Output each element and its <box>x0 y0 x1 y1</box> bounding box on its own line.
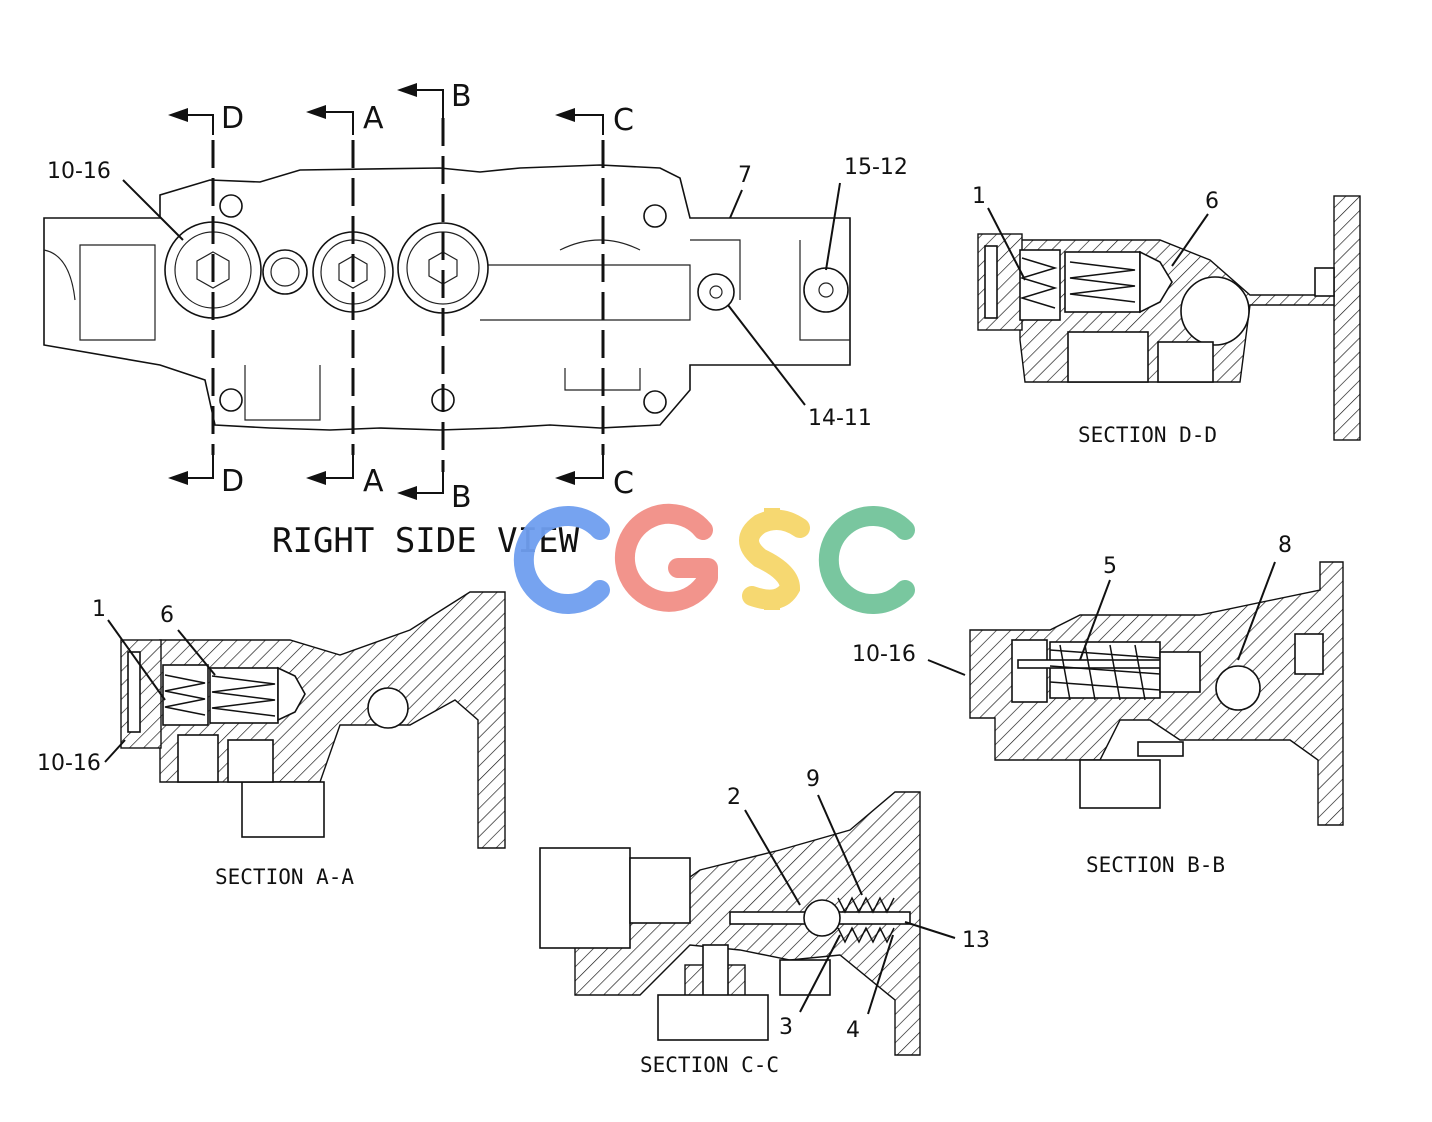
dd-callout-1: 1 <box>972 184 986 209</box>
cc-callout-13: 13 <box>962 928 990 953</box>
section-d-d-title: SECTION D-D <box>1078 423 1217 447</box>
cut-line-c: C C <box>555 103 634 501</box>
cut-label-d-top: D <box>221 101 244 136</box>
section-b-b-title: SECTION B-B <box>1086 853 1225 877</box>
cut-label-c-bottom: C <box>613 466 634 501</box>
bb-callout-8: 8 <box>1278 533 1292 558</box>
section-d-d: 1 6 SECTION D-D <box>972 184 1361 447</box>
cut-line-d: D D <box>168 101 244 499</box>
callout-14-11: 14-11 <box>808 406 872 431</box>
cc-callout-2: 2 <box>727 785 741 810</box>
cc-callout-9: 9 <box>806 767 820 792</box>
section-a-a-title: SECTION A-A <box>215 865 354 889</box>
cgsc-watermark-logo <box>513 503 915 614</box>
cut-label-d-bottom: D <box>221 464 244 499</box>
callout-15-12: 15-12 <box>844 155 908 180</box>
aa-callout-10-16: 10-16 <box>37 751 101 776</box>
cut-line-b: B B <box>397 79 472 515</box>
cc-callout-3: 3 <box>779 1015 793 1040</box>
cut-label-b-bottom: B <box>451 480 472 515</box>
section-a-a: 1 6 10-16 SECTION A-A <box>37 591 506 889</box>
bb-callout-5: 5 <box>1103 554 1117 579</box>
callout-10-16: 10-16 <box>47 159 111 184</box>
section-c-c-title: SECTION C-C <box>640 1053 779 1077</box>
cut-label-c-top: C <box>613 103 634 138</box>
dd-callout-6: 6 <box>1205 189 1219 214</box>
aa-callout-1: 1 <box>92 597 106 622</box>
callout-7: 7 <box>738 163 752 188</box>
right-side-view: D D A A B B C C <box>43 79 908 561</box>
cut-label-b-top: B <box>451 79 472 114</box>
cut-label-a-bottom: A <box>363 464 384 499</box>
cut-label-a-top: A <box>363 101 384 136</box>
section-c-c: 2 9 13 3 4 SECTION C-C <box>539 767 990 1077</box>
cut-line-a: A A <box>306 101 384 499</box>
bb-callout-10-16: 10-16 <box>852 642 916 667</box>
aa-callout-6: 6 <box>160 603 174 628</box>
section-b-b: 5 8 10-16 SECTION B-B <box>852 533 1344 877</box>
cc-callout-4: 4 <box>846 1018 860 1043</box>
